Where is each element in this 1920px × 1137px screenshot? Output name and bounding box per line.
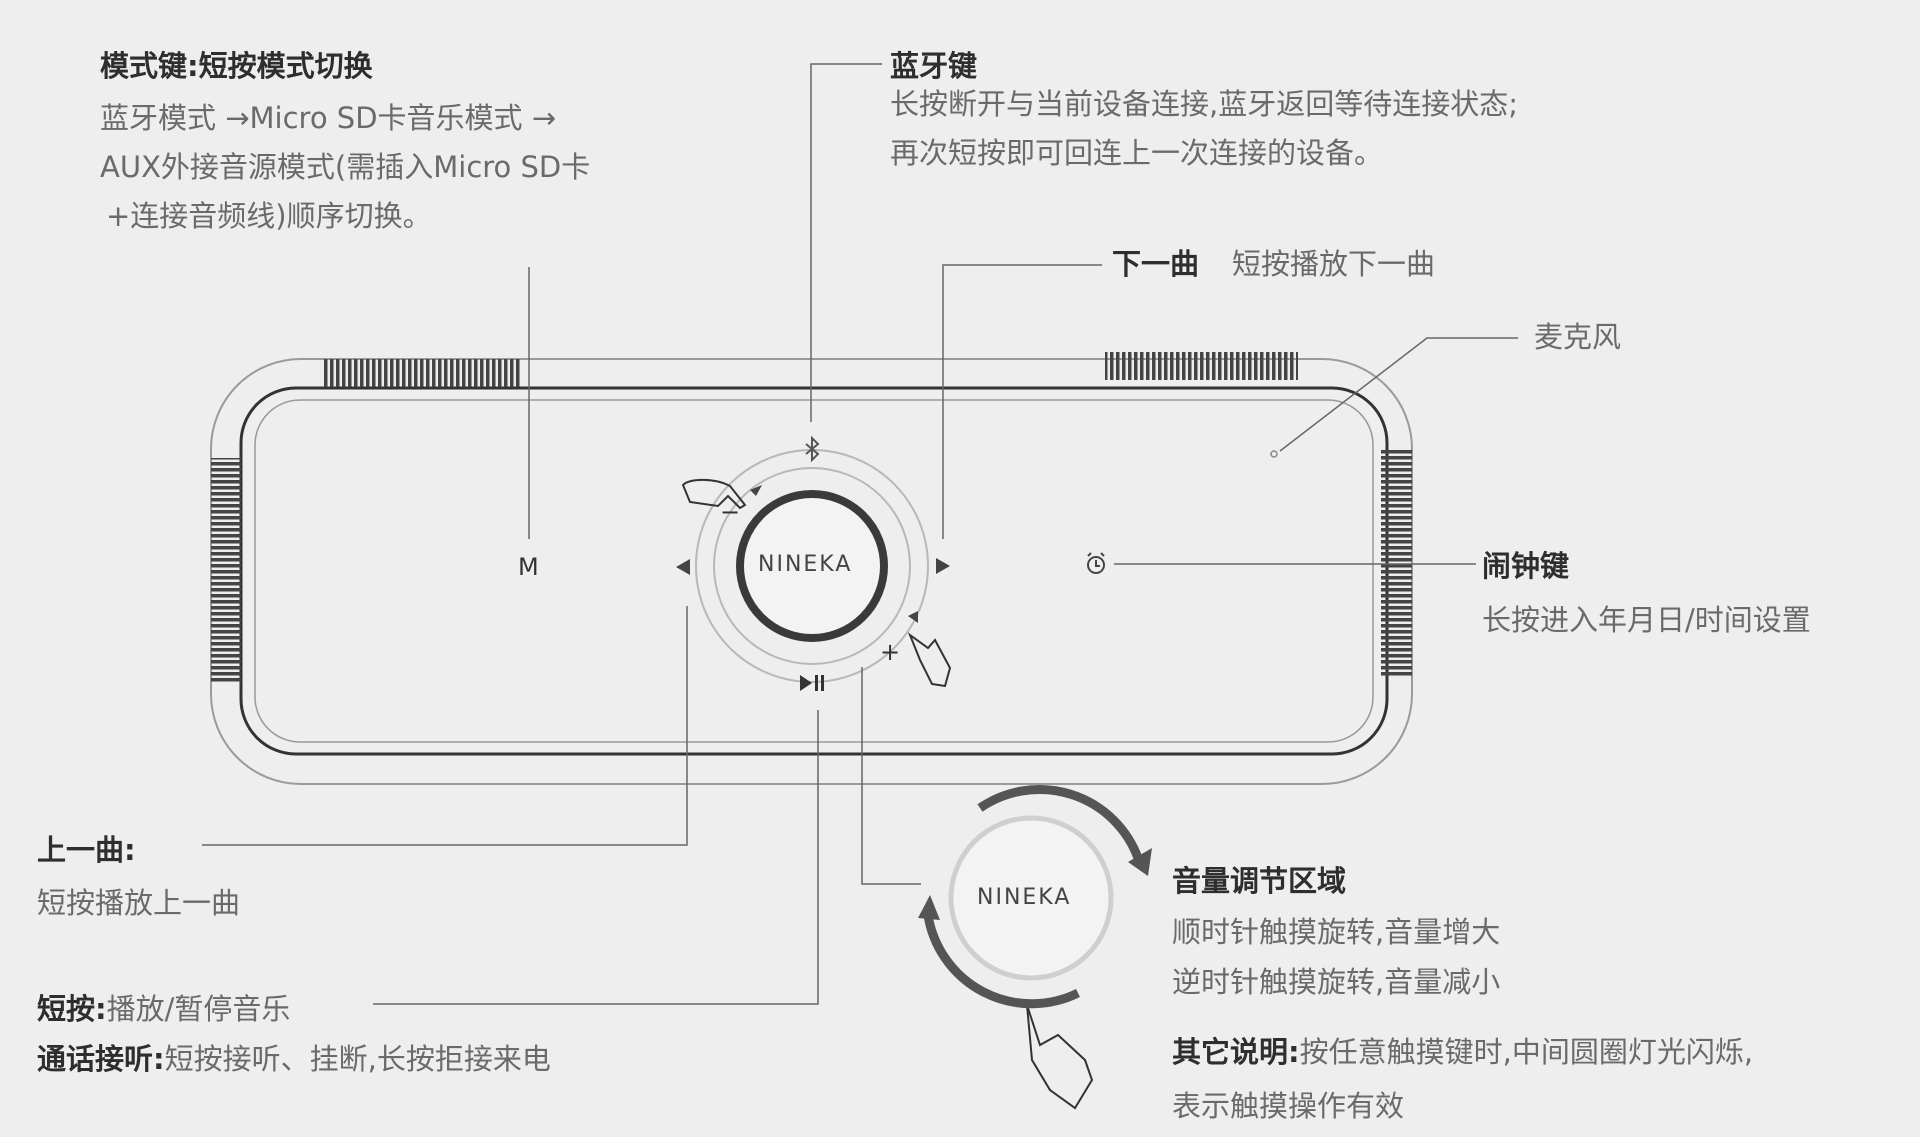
- speaker-grille-top-left: [324, 359, 520, 387]
- bluetooth-key-line: 再次短按即可回连上一次连接的设备。: [890, 136, 1384, 170]
- volume-ring[interactable]: [948, 815, 1114, 981]
- mode-key-title: 模式键:短按模式切换: [100, 49, 373, 83]
- play-pause-title: 短按:: [37, 992, 107, 1026]
- call-title: 通话接听:: [37, 1042, 165, 1076]
- play-pause-icon[interactable]: [800, 675, 824, 691]
- other-title: 其它说明:: [1172, 1035, 1300, 1069]
- alarm-key-desc: 长按进入年月日/时间设置: [1482, 603, 1811, 637]
- prev-track-title: 上一曲:: [37, 833, 136, 867]
- volume-line: 逆时针触摸旋转,音量减小: [1172, 965, 1501, 999]
- brand-logo: NINEKA: [758, 552, 853, 577]
- mode-button-label[interactable]: M: [518, 553, 539, 581]
- volume-title: 音量调节区域: [1172, 864, 1347, 898]
- other-desc-2: 表示触摸操作有效: [1172, 1089, 1405, 1123]
- microphone-label: 麦克风: [1534, 320, 1622, 354]
- next-arrow-icon[interactable]: [936, 558, 950, 574]
- mode-key-line: AUX外接音源模式(需插入Micro SD卡: [100, 150, 591, 184]
- alarm-key-title: 闹钟键: [1482, 549, 1570, 583]
- bluetooth-key-title: 蓝牙键: [890, 49, 978, 83]
- clockwise-arrow-icon: [977, 785, 1143, 860]
- next-track-desc: 短按播放下一曲: [1232, 247, 1436, 281]
- leader-lines: [202, 63, 1518, 1005]
- microphone-hole: [1270, 450, 1278, 458]
- bluetooth-icon[interactable]: [805, 435, 820, 463]
- minus-icon: −: [720, 498, 741, 526]
- speaker-grille-left: [211, 458, 241, 683]
- speaker-grille-right: [1381, 448, 1412, 676]
- play-pause-desc: 播放/暂停音乐: [106, 992, 291, 1026]
- volume-brand-logo: NINEKA: [977, 885, 1072, 910]
- plus-icon: +: [880, 638, 901, 666]
- hand-icon: [681, 478, 1094, 1110]
- mode-key-line: +连接音频线)顺序切换。: [106, 199, 432, 233]
- prev-track-desc: 短按播放上一曲: [37, 886, 241, 920]
- nineka-ring-button[interactable]: [736, 490, 888, 642]
- call-desc: 短按接听、挂断,长按拒接来电: [164, 1042, 551, 1076]
- bluetooth-key-line: 长按断开与当前设备连接,蓝牙返回等待连接状态;: [890, 87, 1518, 121]
- alarm-clock-icon[interactable]: [1087, 552, 1105, 574]
- other-desc: 按任意触摸键时,中间圆圈灯光闪烁,: [1299, 1035, 1754, 1069]
- counterclockwise-arrow-icon: [923, 914, 1080, 1009]
- prev-arrow-icon[interactable]: [676, 559, 690, 575]
- mode-key-line: 蓝牙模式 →Micro SD卡音乐模式 →: [100, 101, 557, 135]
- speaker-grille-top-right: [1105, 352, 1298, 380]
- volume-line: 顺时针触摸旋转,音量增大: [1172, 915, 1501, 949]
- next-track-title: 下一曲: [1112, 247, 1200, 281]
